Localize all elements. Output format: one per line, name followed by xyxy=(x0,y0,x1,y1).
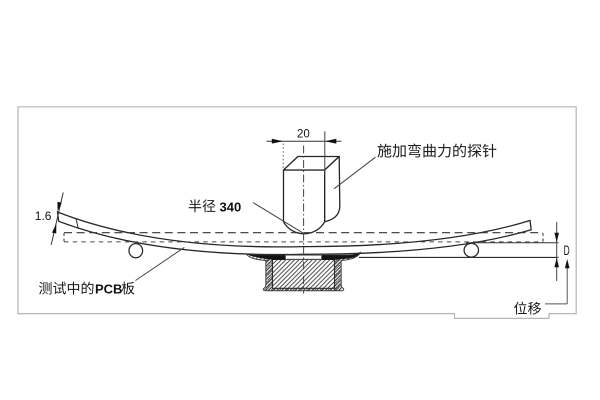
svg-text:340: 340 xyxy=(220,200,242,215)
svg-text:20: 20 xyxy=(297,129,310,141)
svg-text:PCB: PCB xyxy=(95,281,122,296)
svg-text:1.6: 1.6 xyxy=(35,209,52,223)
svg-text:D: D xyxy=(564,244,570,258)
